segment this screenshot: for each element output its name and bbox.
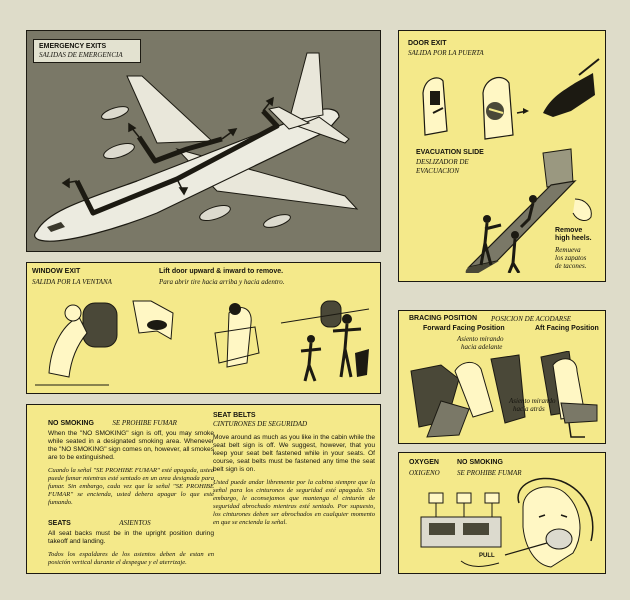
forward-facing-label-es-2: hacia adelante <box>461 343 503 351</box>
seat-belts-body: Move around as much as you like in the c… <box>213 434 375 474</box>
aft-facing-label-es-2: hacia atrás <box>513 405 545 413</box>
aft-facing-label-es-1: Asiento mirando <box>509 397 556 405</box>
emergency-exits-panel: EMERGENCY EXITS SALIDAS DE EMERGENCIA <box>26 30 381 252</box>
emergency-exits-label: EMERGENCY EXITS SALIDAS DE EMERGENCIA <box>33 39 141 64</box>
no-smoking-title: NO SMOKING <box>48 420 94 427</box>
evacuation-slide-title-es-2: EVACUACION <box>416 167 460 175</box>
door-exit-illustration <box>422 58 600 140</box>
remove-heels-note-es-3: de tacones. <box>555 262 587 271</box>
bracing-title: BRACING POSITION <box>409 315 478 322</box>
bracing-illustration <box>410 351 598 438</box>
window-exit-instruction: Lift door upward & inward to remove. <box>159 268 284 275</box>
bracing-panel: BRACING POSITION POSICION DE ACODARSE Fo… <box>398 310 606 444</box>
window-exit-title: WINDOW EXIT <box>32 268 81 275</box>
forward-facing-label-es-1: Asiento mirando <box>457 335 504 343</box>
door-exit-title: DOOR EXIT <box>408 40 447 47</box>
evacuation-slide-illustration <box>465 148 592 273</box>
no-smoking-title-es: SE PROHIBE FUMAR <box>112 419 177 427</box>
emergency-exits-title-es: SALIDAS DE EMERGENCIA <box>39 51 123 60</box>
no-smoking-section: NO SMOKING SE PROHIBE FUMAR When the "NO… <box>48 412 214 567</box>
door-exit-title-es: SALIDA POR LA PUERTA <box>408 49 484 57</box>
oxygen-title-es: OXIGENO <box>409 469 440 477</box>
window-exit-illustration <box>35 300 370 386</box>
remove-heels-note-es-2: los zapatos <box>555 254 587 263</box>
forward-facing-label: Forward Facing Position <box>423 325 505 332</box>
no-smoking-body: When the "NO SMOKING" sign is off, you m… <box>48 430 214 462</box>
seats-body: All seat backs must be in the upright po… <box>48 530 214 546</box>
airplane-illustration <box>34 52 359 242</box>
seat-belts-title: SEAT BELTS <box>213 412 256 419</box>
door-exit-panel: DOOR EXIT SALIDA POR LA PUERTA EVACUATIO… <box>398 30 606 282</box>
bracing-title-es: POSICION DE ACODARSE <box>491 315 571 323</box>
pull-label: PULL <box>479 553 495 559</box>
oxygen-no-smoking-es: SE PROHIBE FUMAR <box>457 469 522 477</box>
seats-title-es: ASIENTOS <box>119 519 151 528</box>
oxygen-title: OXYGEN <box>409 459 439 466</box>
remove-heels-note: Remove high heels. Remueva los zapatos d… <box>555 227 592 270</box>
remove-heels-note-es-1: Remueva <box>555 246 581 255</box>
window-exit-instruction-es: Para abrir tire hacia arriba y hacia ade… <box>159 278 285 286</box>
oxygen-no-smoking: NO SMOKING <box>457 459 503 466</box>
emergency-exits-title: EMERGENCY EXITS <box>39 43 107 50</box>
oxygen-illustration <box>420 477 594 568</box>
seat-belts-title-es: CINTURONES DE SEGURIDAD <box>213 420 308 429</box>
evacuation-slide-title: EVACUATION SLIDE <box>416 149 484 156</box>
no-smoking-body-es: Cuando la señal "SE PROHIBE FUMAR" esté … <box>48 467 214 507</box>
aft-facing-label: Aft Facing Position <box>535 325 599 332</box>
seats-title: SEATS <box>48 520 71 528</box>
info-panel: NO SMOKING SE PROHIBE FUMAR When the "NO… <box>26 404 381 574</box>
seat-belts-body-es: Usted puede andar libremente por la cabi… <box>213 479 375 527</box>
window-exit-panel: WINDOW EXIT SALIDA POR LA VENTANA Lift d… <box>26 262 381 394</box>
seat-belts-section: SEAT BELTS CINTURONES DE SEGURIDAD Move … <box>213 412 375 527</box>
seats-body-es: Todos los espaldares de los asientos deb… <box>48 551 214 567</box>
window-exit-title-es: SALIDA POR LA VENTANA <box>32 278 112 286</box>
evacuation-slide-title-es-1: DESLIZADOR DE <box>416 158 469 166</box>
remove-heels-note-en-2: high heels. <box>555 235 592 243</box>
oxygen-panel: OXYGEN OXIGENO NO SMOKING SE PROHIBE FUM… <box>398 452 606 574</box>
remove-heels-note-en-1: Remove <box>555 227 583 234</box>
